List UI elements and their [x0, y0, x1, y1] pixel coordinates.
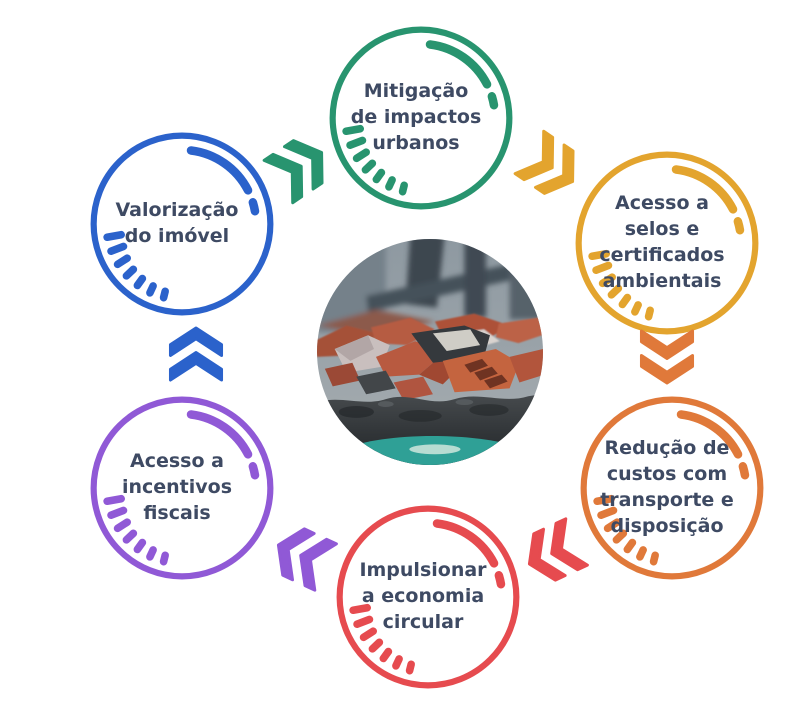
center-photo-construction-debris	[317, 239, 543, 465]
arrow-to-reducao double-chevron-icon	[638, 328, 696, 386]
node-valorizacao-imovel: Valorização do imóvel	[87, 129, 277, 319]
node-label: Valorização do imóvel	[115, 199, 239, 247]
node-mitigacao-impactos-urbanos: Mitigação de impactos urbanos	[326, 23, 516, 213]
node-label: Acesso a selos e certificados ambientais	[599, 192, 725, 292]
node-label: Impulsionar a economia circular	[359, 559, 487, 633]
node-label: Mitigação de impactos urbanos	[350, 80, 482, 154]
node-acesso-incentivos-fiscais: Acesso a incentivos fiscais	[87, 393, 277, 583]
debris-photo-illustration	[317, 239, 543, 465]
arrow-to-valorizacao double-chevron-icon	[167, 325, 225, 383]
node-label: Redução de custos com transporte e dispo…	[600, 437, 734, 537]
node-label: Acesso a incentivos fiscais	[121, 450, 233, 524]
node-impulsionar-economia-circular: Impulsionar a economia circular	[333, 502, 523, 692]
node-reducao-custos-transporte: Redução de custos com transporte e dispo…	[577, 393, 767, 583]
node-acesso-selos-certificados: Acesso a selos e certificados ambientais	[572, 148, 762, 338]
